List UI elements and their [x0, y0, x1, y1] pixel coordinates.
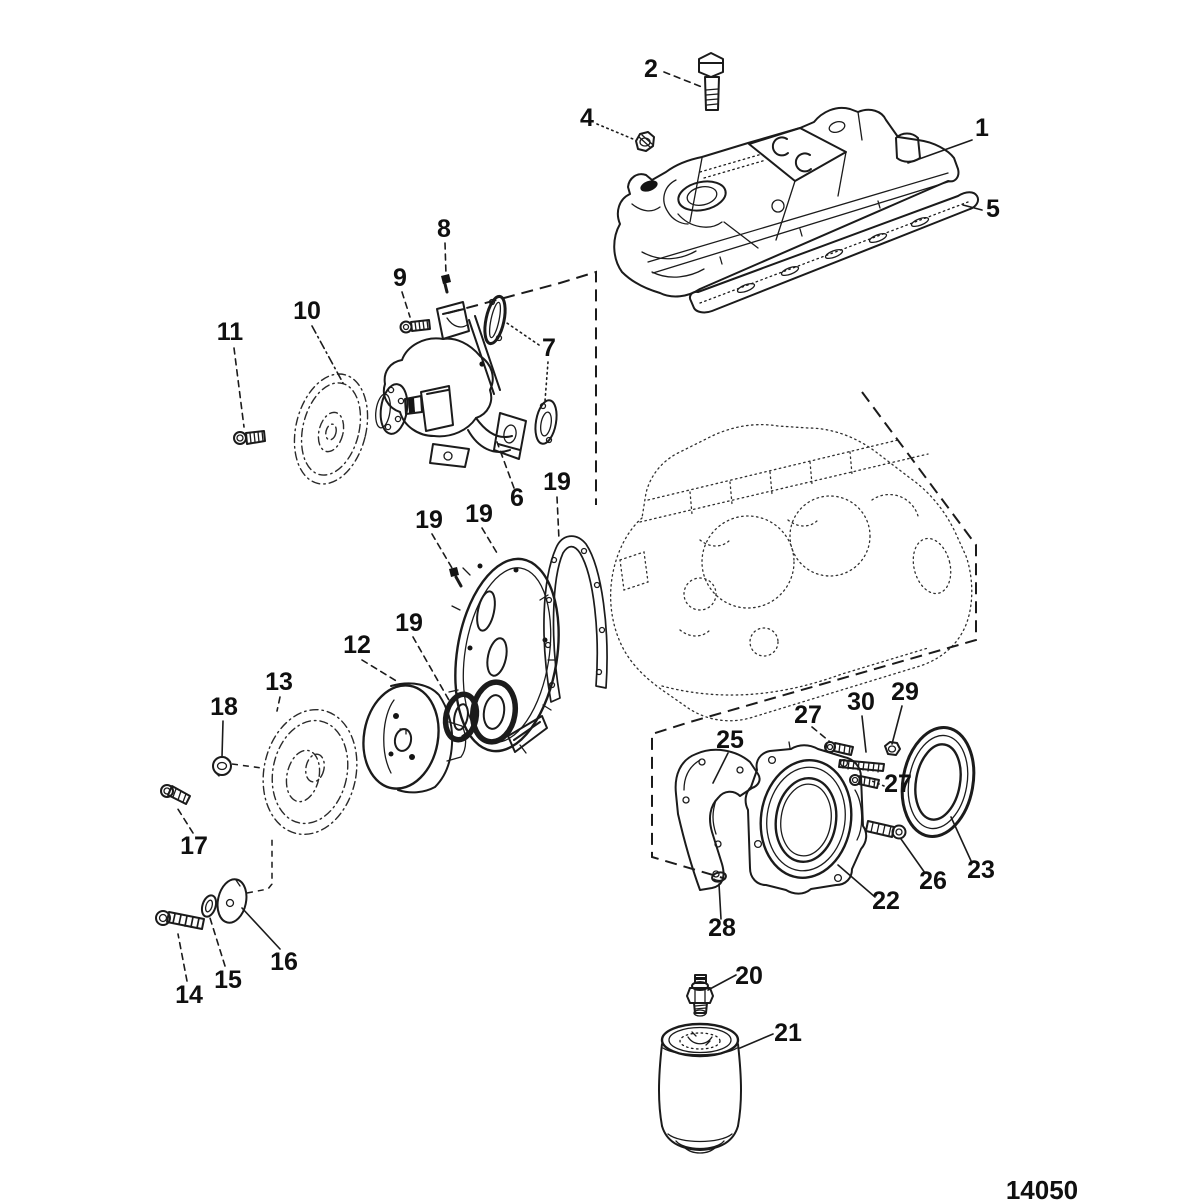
- retainer-bolt-lower-drawing: [865, 820, 907, 840]
- crank-washer-small-drawing: [200, 894, 218, 918]
- dashdot-leader: [311, 325, 344, 384]
- callout-26: 26: [919, 867, 947, 895]
- rear-seal-retainer-drawing: [744, 741, 868, 895]
- pulley-bolt-drawing: [233, 430, 266, 445]
- drawing-number: 14050: [1006, 1175, 1078, 1200]
- crank-washer-large-drawing: [216, 878, 248, 924]
- callout-13: 13: [265, 668, 293, 696]
- intake-manifold-drawing: [613, 106, 960, 298]
- dashed-leaders: [175, 71, 830, 982]
- callout-27-a: 27: [794, 701, 822, 729]
- rear-main-seal-drawing: [900, 725, 976, 839]
- oil-fitting-drawing: [686, 974, 714, 1017]
- callout-15: 15: [214, 966, 242, 994]
- solid-leaders: [221, 139, 983, 1049]
- callout-17: 17: [180, 832, 208, 860]
- cover-bolt-small-drawing: [449, 567, 463, 588]
- rear-seal-gasket-drawing: [674, 748, 761, 891]
- callout-28: 28: [708, 914, 736, 942]
- callout-23: 23: [967, 856, 995, 884]
- crank-seal-drawing: [442, 691, 480, 743]
- water-pump-drawing: [375, 301, 527, 468]
- retainer-bolt-upper-drawing: [824, 741, 854, 756]
- pump-pulley-ghost: [293, 373, 369, 485]
- callout-21: 21: [774, 1019, 802, 1047]
- crank-bolt-drawing: [155, 910, 205, 930]
- balancer-nut-drawing: [212, 756, 232, 777]
- pump-gaskets-drawing: [483, 294, 558, 445]
- callout-22: 22: [872, 887, 900, 915]
- callout-14: 14: [175, 981, 203, 1009]
- callout-27-b: 27: [884, 770, 912, 798]
- manifold-nut-drawing: [635, 131, 655, 152]
- callout-11: 11: [217, 318, 244, 346]
- callout-2: 2: [644, 55, 658, 83]
- timing-cover-drawing: [448, 557, 560, 754]
- dotted-leaders: [503, 123, 885, 787]
- callout-10: 10: [293, 297, 321, 325]
- callout-19-c: 19: [543, 468, 571, 496]
- pump-bolt-small-drawing: [441, 274, 451, 294]
- callout-4: 4: [580, 104, 594, 132]
- callout-8: 8: [437, 215, 451, 243]
- callout-labels: 1 2 4 5 6 7 8 9 10 11 12 13 14 15 16 17 …: [175, 55, 1000, 1047]
- callout-30: 30: [847, 688, 875, 716]
- callout-7: 7: [542, 334, 556, 362]
- callout-9: 9: [393, 264, 407, 292]
- retainer-bolt-right-drawing: [849, 774, 880, 789]
- retainer-nut-drawing: [884, 741, 901, 756]
- callout-25: 25: [716, 726, 744, 754]
- balancer-bolt-drawing: [160, 784, 191, 805]
- callout-19-b: 19: [465, 500, 493, 528]
- callout-1: 1: [975, 114, 989, 142]
- callout-5: 5: [986, 195, 1000, 223]
- dowel-pin-drawing: [711, 871, 727, 883]
- callout-20: 20: [735, 962, 763, 990]
- callout-19-a: 19: [415, 506, 443, 534]
- leader-lines: [175, 71, 983, 1049]
- manifold-bolt-drawing: [698, 52, 724, 111]
- callout-16: 16: [270, 948, 298, 976]
- manifold-gasket-drawing: [688, 191, 980, 314]
- callout-19-d: 19: [395, 609, 423, 637]
- callout-6: 6: [510, 484, 524, 512]
- oil-filter-drawing: [658, 1022, 742, 1154]
- harmonic-balancer-drawing: [362, 682, 467, 794]
- engine-block-ghost: [609, 423, 973, 722]
- crank-pulley-ghost: [231, 708, 358, 894]
- pump-bolt-drawing: [399, 319, 431, 334]
- callout-18: 18: [210, 693, 238, 721]
- timing-cover-gasket-drawing: [543, 535, 608, 703]
- retainer-stud-drawing: [838, 759, 885, 773]
- callout-29: 29: [891, 678, 919, 706]
- callout-12: 12: [343, 631, 371, 659]
